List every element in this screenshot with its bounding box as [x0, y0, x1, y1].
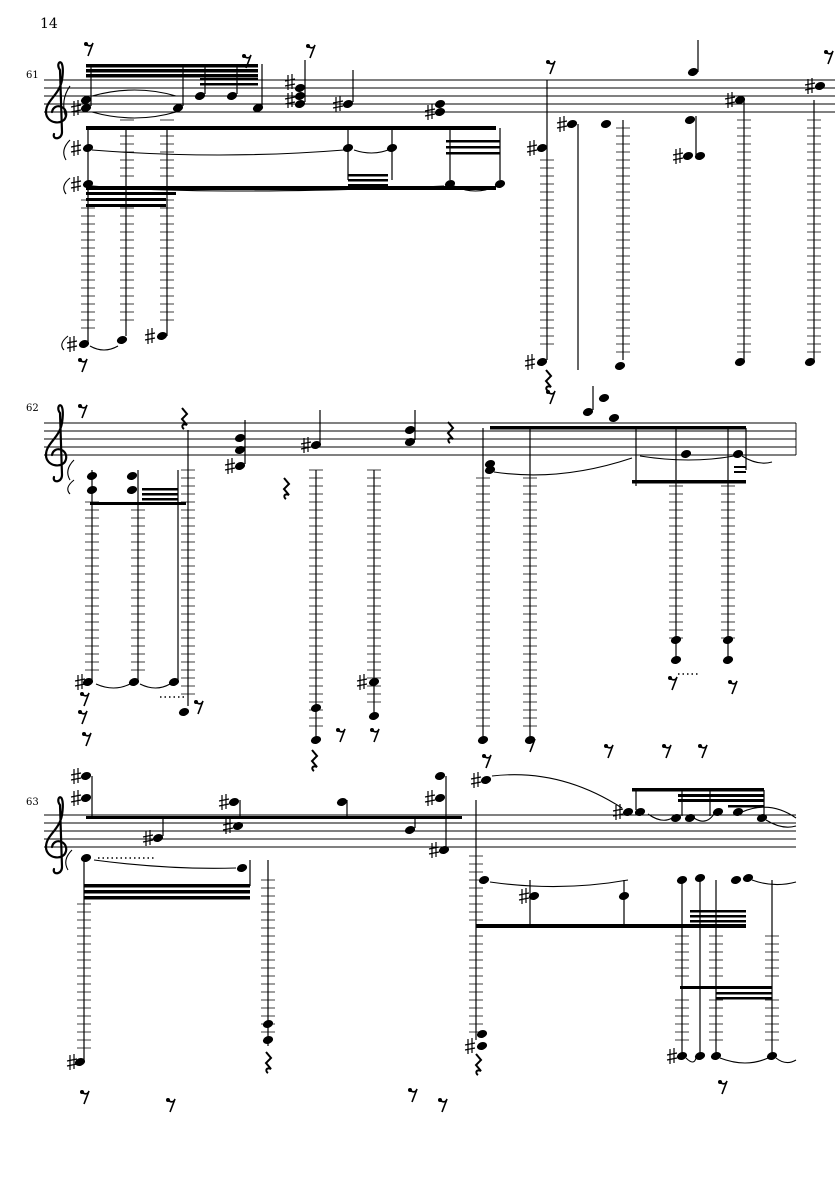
beams-lower — [84, 884, 772, 1000]
ties — [67, 455, 773, 689]
accidentals-lower — [66, 887, 678, 1071]
measure-number-63: 63 — [26, 797, 39, 808]
beams-upper — [86, 788, 764, 819]
ledger-ladders — [77, 855, 779, 1049]
ties — [61, 85, 497, 351]
treble-clef-icon — [44, 404, 68, 483]
ties — [65, 774, 797, 1064]
system-62 — [44, 386, 797, 772]
page-number: 14 — [40, 16, 58, 32]
treble-clef-icon — [44, 61, 68, 140]
treble-clef-icon — [44, 796, 68, 875]
rests — [79, 731, 728, 1113]
dotted-lines — [98, 673, 698, 859]
noteheads-lower — [81, 470, 735, 746]
stems-upper — [91, 776, 765, 848]
ledger-ladders — [85, 469, 735, 727]
noteheads-lower — [77, 142, 817, 372]
stems-upper — [90, 40, 699, 106]
measure-number-61: 61 — [26, 70, 39, 81]
noteheads-upper — [233, 392, 745, 476]
noteheads-upper — [79, 770, 769, 856]
staff-lines — [44, 814, 796, 848]
stems-upper — [244, 386, 594, 464]
stems-lower — [87, 80, 815, 370]
stems-lower — [91, 428, 747, 740]
beams-upper — [86, 64, 258, 86]
system-63 — [44, 673, 797, 1113]
ledger-ladders — [81, 119, 821, 353]
rests — [77, 41, 834, 392]
system-61 — [44, 40, 835, 392]
beams-lower — [86, 126, 500, 207]
measure-number-62: 62 — [26, 403, 39, 414]
staff-lines — [44, 422, 797, 456]
